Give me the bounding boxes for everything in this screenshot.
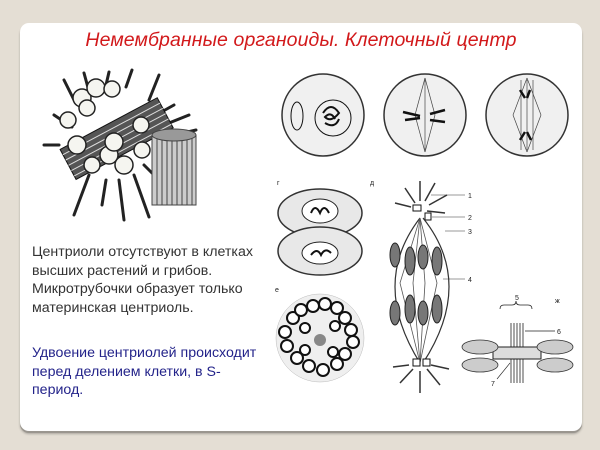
callout-3: 3: [468, 229, 472, 236]
centriole-illustration-icon: [42, 68, 198, 222]
centriole-duplication-text: Удвоение центриолей происходит перед дел…: [32, 345, 257, 399]
centrosome-detail-illustration-icon: ж 5 6 7: [461, 295, 574, 388]
callout-1: 1: [468, 193, 472, 200]
panel-label-zh: ж: [555, 298, 560, 305]
slide-card: Немембранные органоиды. Клеточный центр: [20, 23, 582, 431]
panel-label-d: д: [370, 180, 374, 187]
callout-5: 5: [515, 295, 519, 302]
callout-6: 6: [557, 329, 561, 336]
mitosis-cells-illustration-icon: [281, 73, 569, 157]
slide-title: Немембранные органоиды. Клеточный центр: [85, 29, 517, 51]
telophase-illustration-icon: г: [277, 180, 363, 276]
panel-label-e: е: [275, 287, 279, 294]
panel-label-g: г: [277, 180, 280, 187]
callout-2: 2: [468, 215, 472, 222]
callout-7: 7: [491, 381, 495, 388]
callout-4: 4: [468, 277, 472, 284]
centriole-info-text: Центриоли отсутствуют в клетках высших р…: [32, 244, 253, 316]
cross-section-illustration-icon: е: [275, 287, 365, 383]
spindle-illustration-icon: д 1: [370, 180, 472, 393]
